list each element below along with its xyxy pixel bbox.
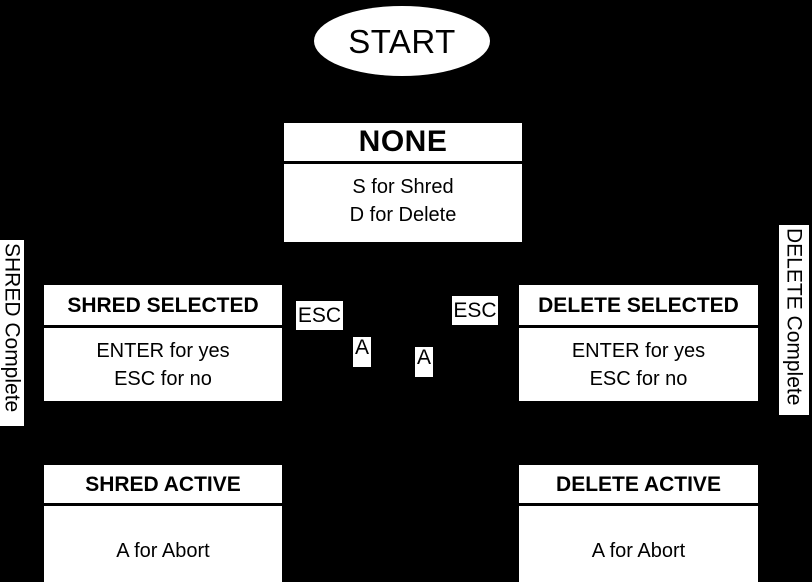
start-node-label: START <box>348 22 456 60</box>
state-node-delete-active[interactable]: DELETE ACTIVE A for Abort <box>519 465 758 582</box>
state-body-delete-selected: ENTER for yes ESC for no <box>519 328 758 401</box>
state-line: A for Abort <box>591 540 686 562</box>
state-line: ESC for no <box>114 367 212 390</box>
terminal-label-shred-complete: SHRED Complete <box>0 240 24 426</box>
state-node-none[interactable]: NONE S for Shred D for Delete <box>284 123 522 242</box>
edge-label-esc-delete: ESC <box>452 296 498 325</box>
state-line: D for Delete <box>349 203 457 226</box>
state-title-row-delete-active: DELETE ACTIVE <box>519 465 758 506</box>
state-node-shred-selected[interactable]: SHRED SELECTED ENTER for yes ESC for no <box>44 285 282 401</box>
state-line: ENTER for yes <box>96 340 230 362</box>
state-title-row-none: NONE <box>284 123 522 164</box>
state-line: ESC for no <box>589 367 688 390</box>
state-body-delete-active: A for Abort <box>519 506 758 582</box>
state-title-none: NONE <box>358 125 448 158</box>
state-line: A for Abort <box>116 540 210 562</box>
state-body-none: S for Shred D for Delete <box>284 164 522 242</box>
terminal-label-delete-complete: DELETE Complete <box>779 225 809 415</box>
state-line: S for Shred <box>352 176 454 198</box>
state-title-row-shred-active: SHRED ACTIVE <box>44 465 282 506</box>
state-body-shred-selected: ENTER for yes ESC for no <box>44 328 282 401</box>
state-node-shred-active[interactable]: SHRED ACTIVE A for Abort <box>44 465 282 582</box>
start-node[interactable]: START <box>314 6 490 76</box>
state-title-delete-active: DELETE ACTIVE <box>556 472 721 496</box>
state-title-delete-selected: DELETE SELECTED <box>538 293 739 317</box>
state-title-shred-selected: SHRED SELECTED <box>67 293 259 317</box>
edge-label-esc-shred: ESC <box>296 301 343 330</box>
state-title-row-delete-selected: DELETE SELECTED <box>519 285 758 328</box>
state-body-shred-active: A for Abort <box>44 506 282 582</box>
state-title-row-shred-selected: SHRED SELECTED <box>44 285 282 328</box>
edge-label-a-delete-abort: A <box>415 347 433 377</box>
state-title-shred-active: SHRED ACTIVE <box>85 472 241 496</box>
edge-label-a-shred-abort: A <box>353 337 371 367</box>
state-line: ENTER for yes <box>571 340 706 362</box>
state-node-delete-selected[interactable]: DELETE SELECTED ENTER for yes ESC for no <box>519 285 758 401</box>
